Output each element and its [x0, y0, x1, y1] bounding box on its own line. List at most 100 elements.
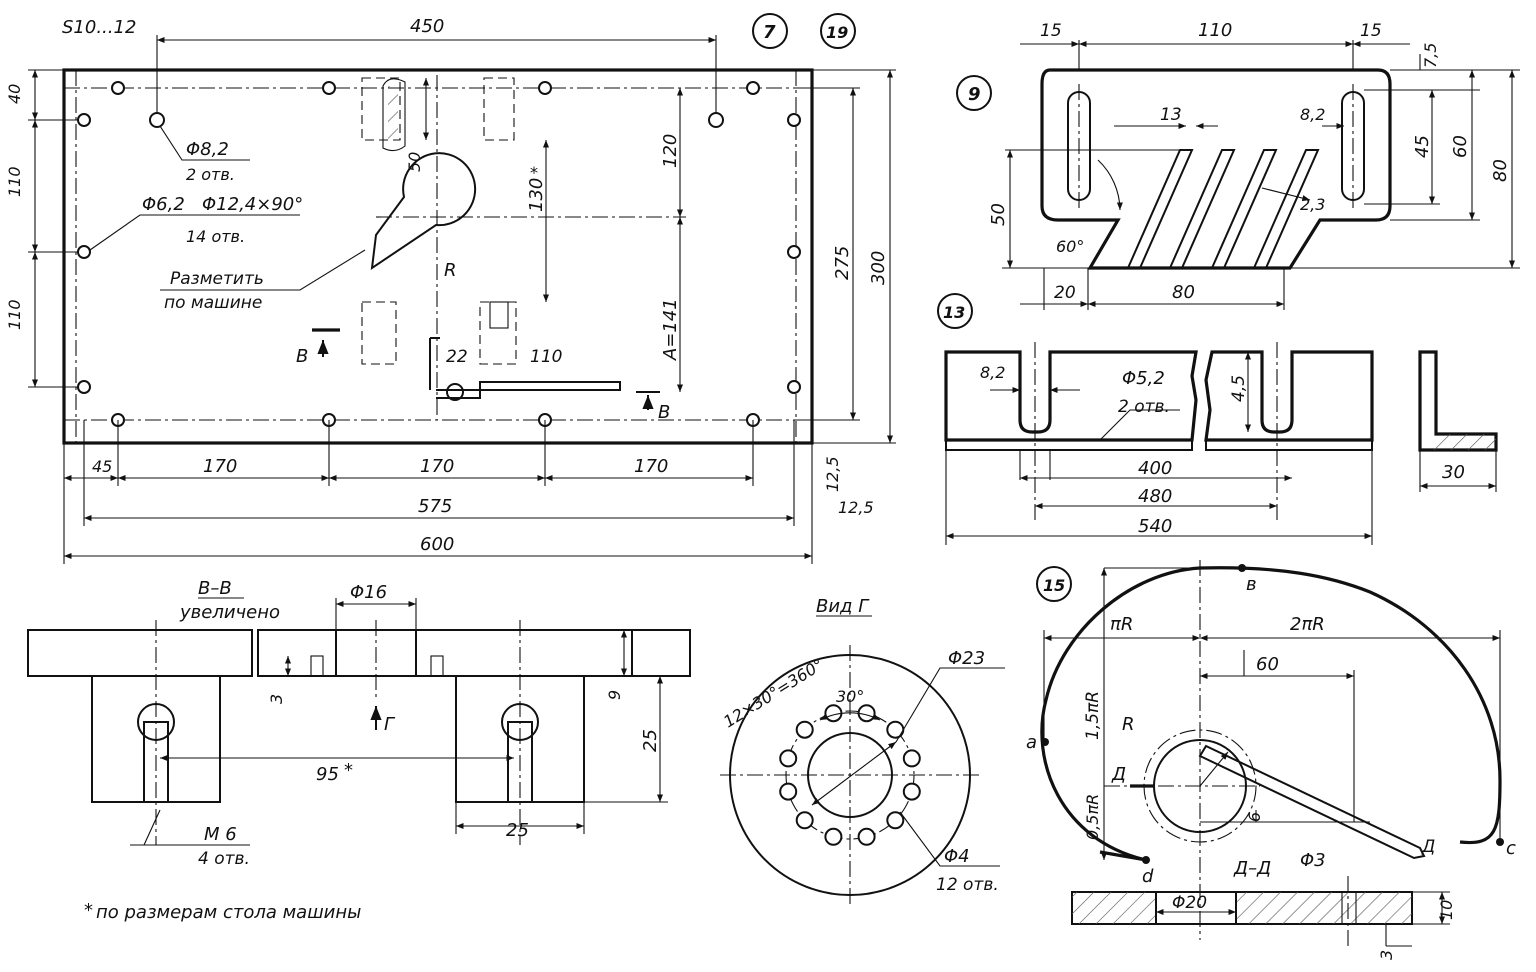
part-badge-13: [937, 293, 973, 329]
view-g-holes: [779, 704, 921, 846]
note-mark-line2: по машине: [164, 293, 262, 313]
dim-45: 45: [92, 457, 112, 476]
angle-dim-480: 480: [1138, 486, 1172, 507]
dim-95: 95: [316, 764, 339, 785]
dim-a-141: A=141: [660, 298, 681, 361]
part-number-15: 15: [1043, 576, 1065, 595]
view-g-hole: [857, 827, 876, 846]
cam-dim-60: 60: [1256, 654, 1279, 675]
cam-section-mark-right: Д: [1421, 837, 1435, 857]
angle-dim-d5-2-count: 2 отв.: [1118, 397, 1170, 417]
dim-120: 120: [660, 134, 681, 168]
angle-dim-4-5: 4,5: [1229, 375, 1249, 402]
dim-d4: Φ4: [944, 846, 970, 867]
dim-130-asterisk: *: [530, 163, 538, 182]
hole-6-2-countersink: Φ12,4×90°: [202, 194, 303, 215]
thread-m6: М 6: [204, 824, 237, 845]
plate-outline: [62, 68, 814, 445]
plate-view: [28, 13, 896, 564]
comb-dim-8-2: 8,2: [1300, 105, 1325, 124]
part-badge-7: [752, 13, 788, 49]
cam-point-a: a: [1026, 732, 1037, 753]
dim-9: 9: [605, 690, 624, 700]
dim-450: 450: [410, 16, 444, 37]
cam-dim-10: 10: [1437, 900, 1456, 920]
section-b-mark-right: В: [658, 402, 670, 423]
view-g-hole: [779, 749, 798, 768]
hole-6-2-count: 14 отв.: [186, 227, 245, 246]
dim-110-slot: 110: [530, 347, 562, 367]
hole-8-2-label: Φ8,2: [186, 139, 229, 160]
part-number-19: 19: [826, 23, 848, 42]
comb-dim-15-right: 15: [1360, 21, 1382, 41]
view-g-hole: [824, 827, 843, 846]
comb-dim-15-left: 15: [1040, 21, 1062, 41]
view-g-angle: 30°: [836, 687, 864, 706]
mounting-holes: [77, 81, 801, 427]
comb-dim-7-5: 7,5: [1421, 43, 1440, 68]
cam-section-mark-left: Д: [1111, 764, 1126, 785]
cam-2-pi-r: 2πR: [1290, 614, 1325, 635]
part-badge-19: [820, 13, 856, 49]
view-g-hole: [795, 720, 814, 739]
dim-170-c: 170: [634, 456, 668, 477]
comb-dim-45: 45: [1412, 135, 1433, 158]
dim-110-upper: 110: [5, 166, 24, 197]
view-g-hole: [886, 811, 905, 830]
cam-point-d: d: [1142, 866, 1154, 887]
view-g-hole: [902, 749, 921, 768]
dim-600: 600: [420, 534, 454, 555]
cam-radius-0-5-pi-r: 0,5πR: [1083, 794, 1102, 840]
note-mark-line1: Разметить: [170, 269, 264, 289]
comb-dim-2-3: 2,3: [1300, 195, 1325, 214]
comb-angle-60: 60°: [1056, 237, 1084, 256]
dim-d4-count: 12 отв.: [936, 875, 999, 895]
dim-170-a: 170: [203, 456, 237, 477]
comb-dim-60: 60: [1450, 135, 1471, 158]
view-g: [720, 645, 1005, 905]
angle-dim-540: 540: [1138, 516, 1172, 537]
angle-dim-30: 30: [1442, 462, 1465, 483]
comb-part: [956, 40, 1520, 310]
dim-22: 22: [446, 347, 468, 367]
hole-6-2-label: Φ6,2: [142, 194, 185, 215]
view-g-arrow-label: Г: [384, 714, 396, 735]
section-bb-subtitle: увеличено: [179, 602, 280, 623]
dim-575: 575: [418, 496, 452, 517]
part-number-7: 7: [763, 22, 776, 43]
angle-dim-400: 400: [1138, 458, 1172, 479]
dim-r: R: [444, 260, 457, 281]
cam-dim-6: 6: [1245, 812, 1264, 822]
dim-130: 130: [526, 178, 547, 212]
footnote-text: по размерам стола машины: [96, 902, 361, 923]
plate-thickness: S10...12: [62, 17, 136, 38]
view-g-pitch: 12×30°=360°: [720, 655, 827, 732]
cam-radius-1-5-pi-r: 1,5πR: [1083, 691, 1103, 740]
cam-point-c: c: [1506, 838, 1516, 859]
part-badge-15: [1036, 566, 1072, 602]
comb-dim-80-vertical: 80: [1490, 159, 1511, 182]
comb-dim-13: 13: [1160, 105, 1182, 125]
dim-275: 275: [832, 246, 853, 280]
section-b-b: [27, 598, 691, 846]
dim-25-vertical: 25: [640, 729, 661, 752]
cam-pi-r: πR: [1110, 614, 1133, 635]
dim-12-5-vertical: 12,5: [823, 456, 842, 492]
view-g-hole: [886, 720, 905, 739]
view-g-hole: [902, 782, 921, 801]
dim-50: 50: [405, 152, 424, 172]
dim-110-lower: 110: [5, 299, 24, 330]
view-g-hole: [795, 811, 814, 830]
dim-40: 40: [5, 84, 24, 104]
comb-dim-20: 20: [1054, 283, 1076, 303]
cam-section-dd-title: Д–Д: [1233, 858, 1271, 879]
section-bb-title: В–В: [198, 578, 232, 599]
cam-part: [1036, 560, 1504, 947]
part-number-9: 9: [968, 84, 981, 105]
machine-cutout: [370, 152, 477, 271]
cam-dim-d20: Φ20: [1172, 893, 1207, 913]
thread-count: 4 отв.: [198, 849, 250, 869]
dim-170-b: 170: [420, 456, 454, 477]
